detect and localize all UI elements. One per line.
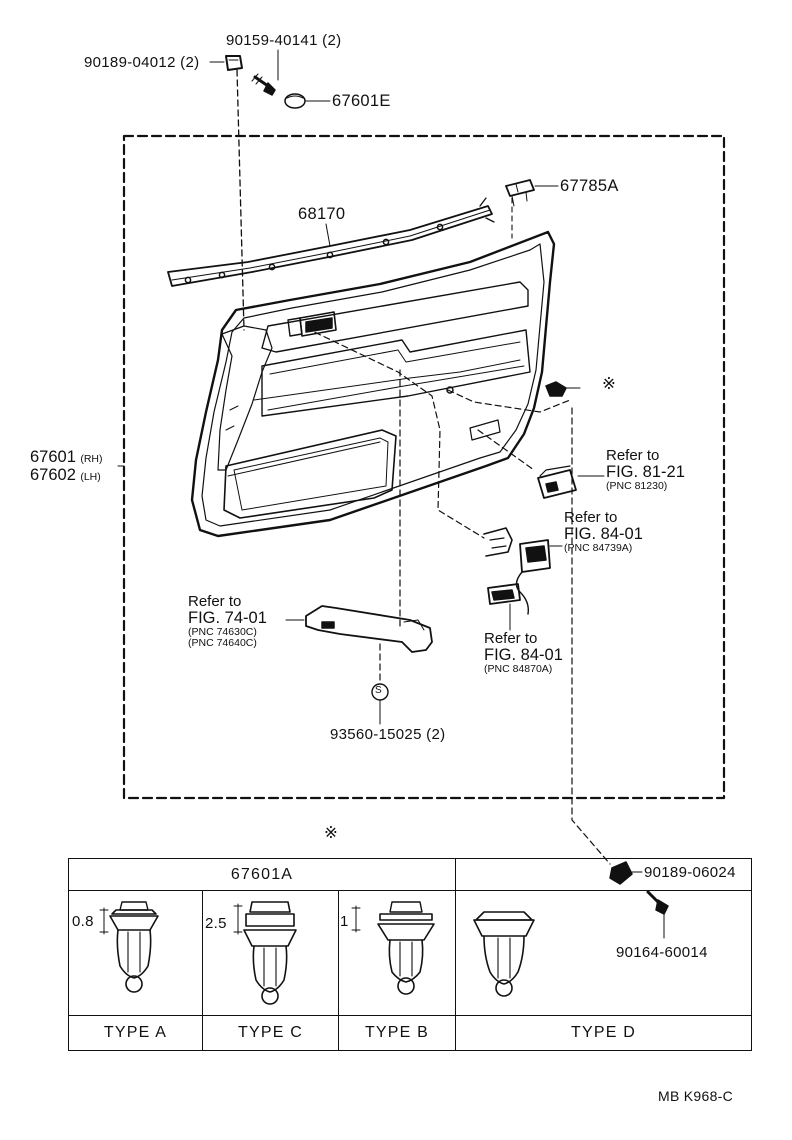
footer-code: MB K968-C <box>658 1088 734 1104</box>
switch-81230-icon <box>537 465 577 499</box>
part-67601-number: 67601 <box>30 448 76 466</box>
ref-fig-84-01-a: Refer to FIG. 84-01 (PNC 84739A) <box>564 510 643 554</box>
ref-fig-81-21: Refer to FIG. 81-21 (PNC 81230) <box>606 448 685 492</box>
clip-cell-c <box>202 890 339 1016</box>
clip-table-header: 67601A <box>68 858 456 891</box>
clip-67785a-icon <box>505 179 535 207</box>
part-67601-67602-label: 67601 (RH) 67602 (LH) <box>30 448 103 485</box>
asterisk-screw-label: ※ <box>602 375 617 393</box>
ref-81-line2: FIG. 81-21 <box>606 462 685 481</box>
part-68170-label: 68170 <box>298 205 346 223</box>
ref-fig-74-01: Refer to FIG. 74-01 (PNC 74630C) (PNC 74… <box>188 594 267 649</box>
clip-type-b-label: TYPE B <box>338 1015 456 1051</box>
cap-67601e-icon <box>284 93 306 109</box>
asterisk-table-label: ※ <box>324 824 339 842</box>
ref-84a-line1: Refer to <box>564 509 618 526</box>
clip-90189-icon <box>225 55 243 71</box>
dim-type-a: 0.8 <box>72 913 94 930</box>
dim-type-c: 2.5 <box>205 915 227 932</box>
ref-84a-line3: (PNC 84739A) <box>564 542 633 555</box>
switch-84739a-icon <box>515 539 551 615</box>
part-93560-label: 93560-15025 (2) <box>330 726 446 743</box>
clip-cell-d <box>455 890 752 1016</box>
ref-fig-84-01-b: Refer to FIG. 84-01 (PNC 84870A) <box>484 631 563 675</box>
ref-74-line1: Refer to <box>188 593 242 610</box>
clip-table-header-blank <box>455 858 752 891</box>
part-67602-side: (LH) <box>80 470 101 483</box>
clip-cell-b <box>338 890 456 1016</box>
clip-type-a-label: TYPE A <box>68 1015 203 1051</box>
screw-asterisk-icon <box>545 381 581 397</box>
part-67785a-label: 67785A <box>560 177 619 195</box>
part-90159-label: 90159-40141 (2) <box>226 32 342 49</box>
part-90189-04012-label: 90189-04012 (2) <box>84 54 200 71</box>
clip-type-d-label: TYPE D <box>455 1015 752 1051</box>
part-67601e-label: 67601E <box>332 92 391 110</box>
dim-type-b: 1 <box>340 913 349 930</box>
s-mark-label: S <box>375 685 382 696</box>
door-trim-panel-icon <box>190 230 556 538</box>
clip-type-table: 67601A TYPE A TYPE C TYPE B TYPE D <box>68 858 752 1051</box>
clip-type-c-label: TYPE C <box>202 1015 339 1051</box>
clip-cell-a <box>68 890 203 1016</box>
screw-90159-icon <box>251 73 276 96</box>
ref-84a-line2: FIG. 84-01 <box>564 524 643 543</box>
ref-84b-line1: Refer to <box>484 630 538 647</box>
ref-74-line3: (PNC 74630C) <box>188 626 257 639</box>
ref-81-line3: (PNC 81230) <box>606 480 668 493</box>
part-67601-side: (RH) <box>80 453 103 465</box>
weatherstrip-68170-icon <box>167 197 495 287</box>
ref-74-line2: FIG. 74-01 <box>188 608 267 627</box>
pull-handle-icon <box>305 605 433 653</box>
ref-81-line1: Refer to <box>606 447 660 464</box>
bracket-84739a-icon <box>483 527 513 557</box>
part-67602-number: 67602 <box>30 465 76 484</box>
ref-74-line4: (PNC 74640C) <box>188 637 257 650</box>
ref-84b-line2: FIG. 84-01 <box>484 645 563 664</box>
connector-84870a-icon <box>487 583 521 605</box>
ref-84b-line3: (PNC 84870A) <box>484 663 553 676</box>
assembly-boundary <box>122 134 726 800</box>
